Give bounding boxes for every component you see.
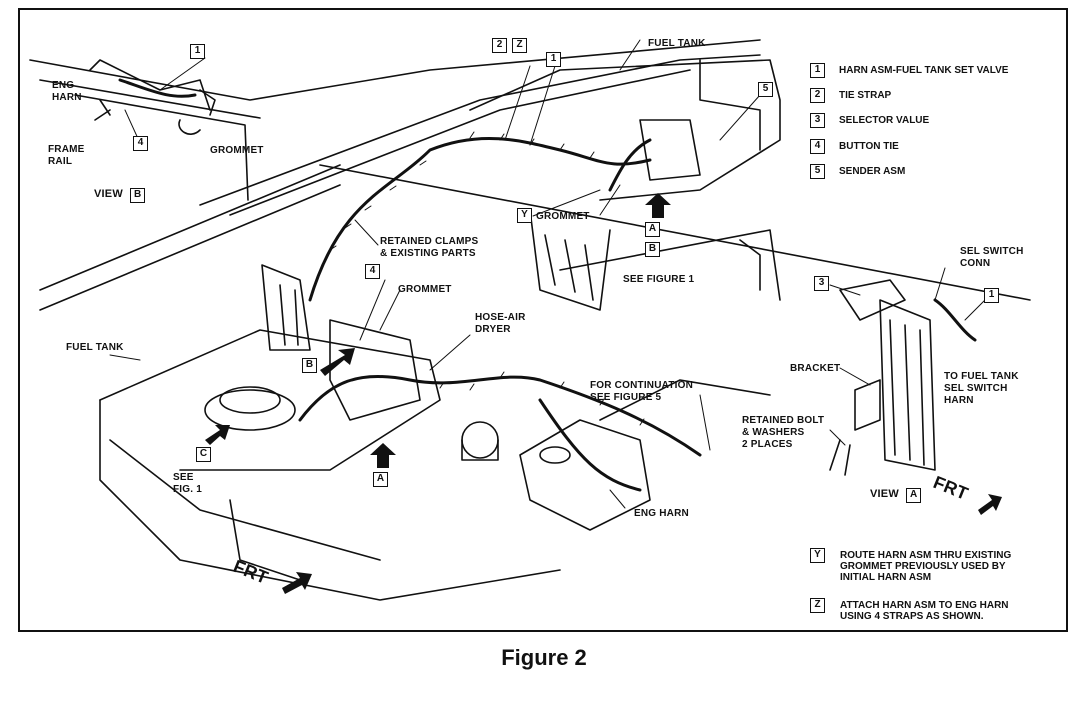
legend-key: 5 <box>810 164 825 180</box>
view-a-bracket <box>829 279 977 476</box>
label-frame-rail: FRAME RAIL <box>48 144 85 167</box>
fuel-tank-left <box>99 329 561 601</box>
legend-item: 3 SELECTOR VALUE <box>810 112 930 129</box>
legend-item: 1 HARN ASM-FUEL TANK SET VALVE <box>810 62 1009 79</box>
label-grommet-mid: GROMMET <box>398 284 452 295</box>
label-grommet-top: GROMMET <box>210 145 264 156</box>
label-view-a: VIEW A <box>870 488 922 503</box>
view-b-key: B <box>130 188 146 203</box>
label-fuel-tank-top: FUEL TANK <box>648 38 706 49</box>
legend-key: 3 <box>810 113 825 129</box>
figure-caption: Figure 2 <box>501 645 587 670</box>
view-a-key: A <box>906 488 922 503</box>
legend-label: BUTTON TIE <box>839 141 899 153</box>
label-fuel-tank-left: FUEL TANK <box>66 342 124 353</box>
leader-lines <box>109 39 986 509</box>
note-text: ATTACH HARN ASM TO ENG HARN USING 4 STRA… <box>840 600 1009 622</box>
note-key: Z <box>810 598 825 613</box>
label-for-continuation: FOR CONTINUATION SEE FIGURE 5 <box>590 380 694 403</box>
callout-b-right: B <box>645 242 660 257</box>
label-hose-air-dryer: HOSE-AIR DRYER <box>475 312 526 335</box>
label-see-figure-1-top: SEE FIGURE 1 <box>623 274 695 285</box>
legend-label: HARN ASM-FUEL TANK SET VALVE <box>839 65 1009 77</box>
legend-key: 4 <box>810 139 825 155</box>
label-bracket: BRACKET <box>790 363 841 374</box>
note-key: Y <box>810 548 825 563</box>
legend-item: 5 SENDER ASM <box>810 163 906 180</box>
fuel-tank-top <box>469 59 781 311</box>
callout-4-mid: 4 <box>365 264 380 279</box>
callout-y: Y <box>517 208 532 223</box>
callout-c: C <box>196 447 211 462</box>
direction-arrows <box>205 193 1002 594</box>
callout-5: 5 <box>758 82 773 97</box>
callout-a-bottom: A <box>373 472 388 487</box>
label-to-fuel-tank: TO FUEL TANK SEL SWITCH HARN <box>944 371 1019 406</box>
frame-rail-lines <box>29 39 1031 421</box>
wire-tape-marks <box>329 131 645 426</box>
callout-z-mid: Z <box>512 38 527 53</box>
figure-frame <box>18 8 1068 632</box>
legend-label: SELECTOR VALUE <box>839 115 930 127</box>
callout-b-left: B <box>302 358 317 373</box>
callout-3-view: 3 <box>814 276 829 291</box>
note-text: ROUTE HARN ASM THRU EXISTING GROMMET PRE… <box>840 550 1012 583</box>
legend-label: TIE STRAP <box>839 90 892 102</box>
label-view-b: VIEW B <box>94 188 146 203</box>
callout-a-right: A <box>645 222 660 237</box>
label-see-fig-1-left: SEE FIG. 1 <box>173 472 202 495</box>
legend-item: 2 TIE STRAP <box>810 87 892 104</box>
view-b-inset <box>89 59 216 135</box>
label-grommet-y: GROMMET <box>536 211 590 222</box>
callout-1-mid: 1 <box>546 52 561 67</box>
legend-label: SENDER ASM <box>839 166 906 178</box>
legend-key: 1 <box>810 63 825 79</box>
callout-1-view: 1 <box>984 288 999 303</box>
callout-1-top: 1 <box>190 44 205 59</box>
label-eng-harn-bottom: ENG HARN <box>634 508 689 519</box>
callout-4-top: 4 <box>133 136 148 151</box>
callout-2-mid: 2 <box>492 38 507 53</box>
label-eng-harn-top: ENG HARN <box>52 80 82 103</box>
label-retained-clamps: RETAINED CLAMPS & EXISTING PARTS <box>380 236 479 259</box>
label-sel-switch-conn: SEL SWITCH CONN <box>960 246 1024 269</box>
label-retained-bolt: RETAINED BOLT & WASHERS 2 PLACES <box>742 415 825 450</box>
harness-wires <box>118 78 702 492</box>
legend-item: 4 BUTTON TIE <box>810 138 899 155</box>
legend-key: 2 <box>810 88 825 104</box>
